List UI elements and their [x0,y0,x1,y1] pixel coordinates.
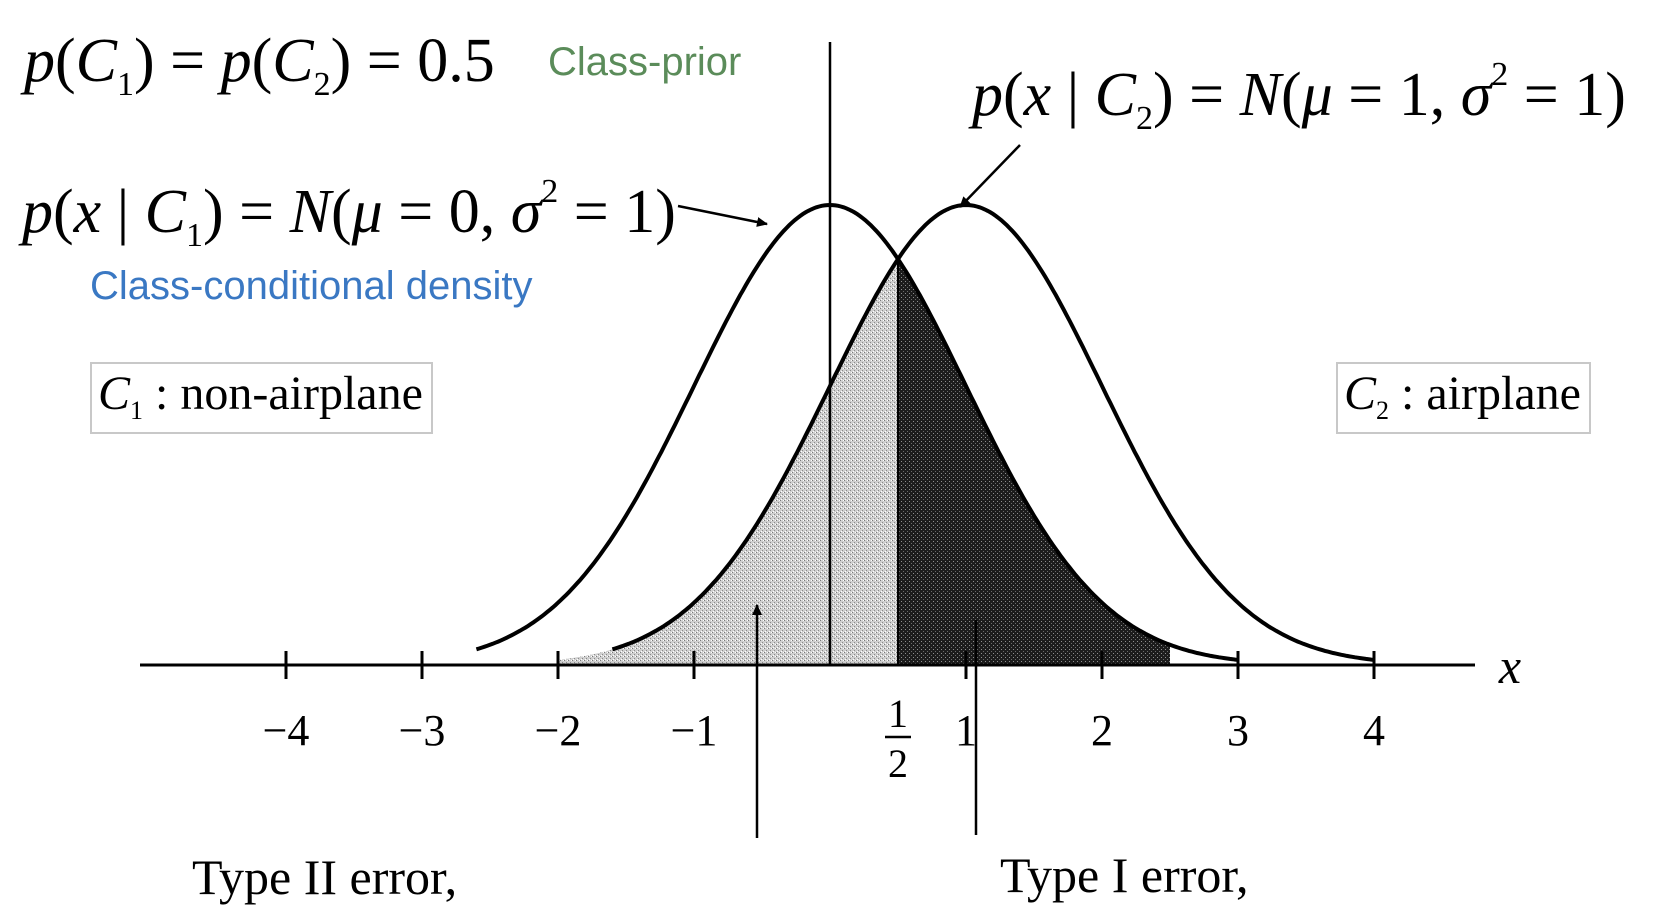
x-tick-label: 2 [1091,706,1113,755]
type2-error-region [558,259,898,665]
x-tick-label: 1 [955,706,977,755]
density-label: Class-conditional density [90,264,533,308]
type1-label: Type I error, [1000,847,1249,903]
x-tick-label-denominator: 2 [888,741,908,786]
c2-density-curve [611,202,1375,662]
x-tick-label: 3 [1227,706,1249,755]
type2-label: Type II error, [192,849,458,905]
c1-density-curve [475,202,1239,662]
x-tick-label-numerator: 1 [888,691,908,736]
type1-error-region [898,259,1170,665]
x-tick-label: −2 [535,706,582,755]
class2-label: C2 : airplane [1336,362,1591,434]
c1-density-equation: p(x | C1) = N(μ = 0, σ2 = 1) [22,173,676,254]
prior-label: Class-prior [548,40,742,84]
x-axis-label: x [1498,638,1521,694]
x-tick-label: −3 [399,706,446,755]
prior-equation: p(C1) = p(C2) = 0.5 [24,27,495,103]
x-tick-label: −1 [671,706,718,755]
c2-density-equation: p(x | C2) = N(μ = 1, σ2 = 1) [972,56,1626,137]
x-tick-label: −4 [263,706,310,755]
class1-label: C1 : non-airplane [90,362,433,434]
c2-curve-pointer-arrow [959,144,1021,208]
x-tick-label: 4 [1363,706,1385,755]
c1-curve-pointer-arrow [677,204,768,227]
